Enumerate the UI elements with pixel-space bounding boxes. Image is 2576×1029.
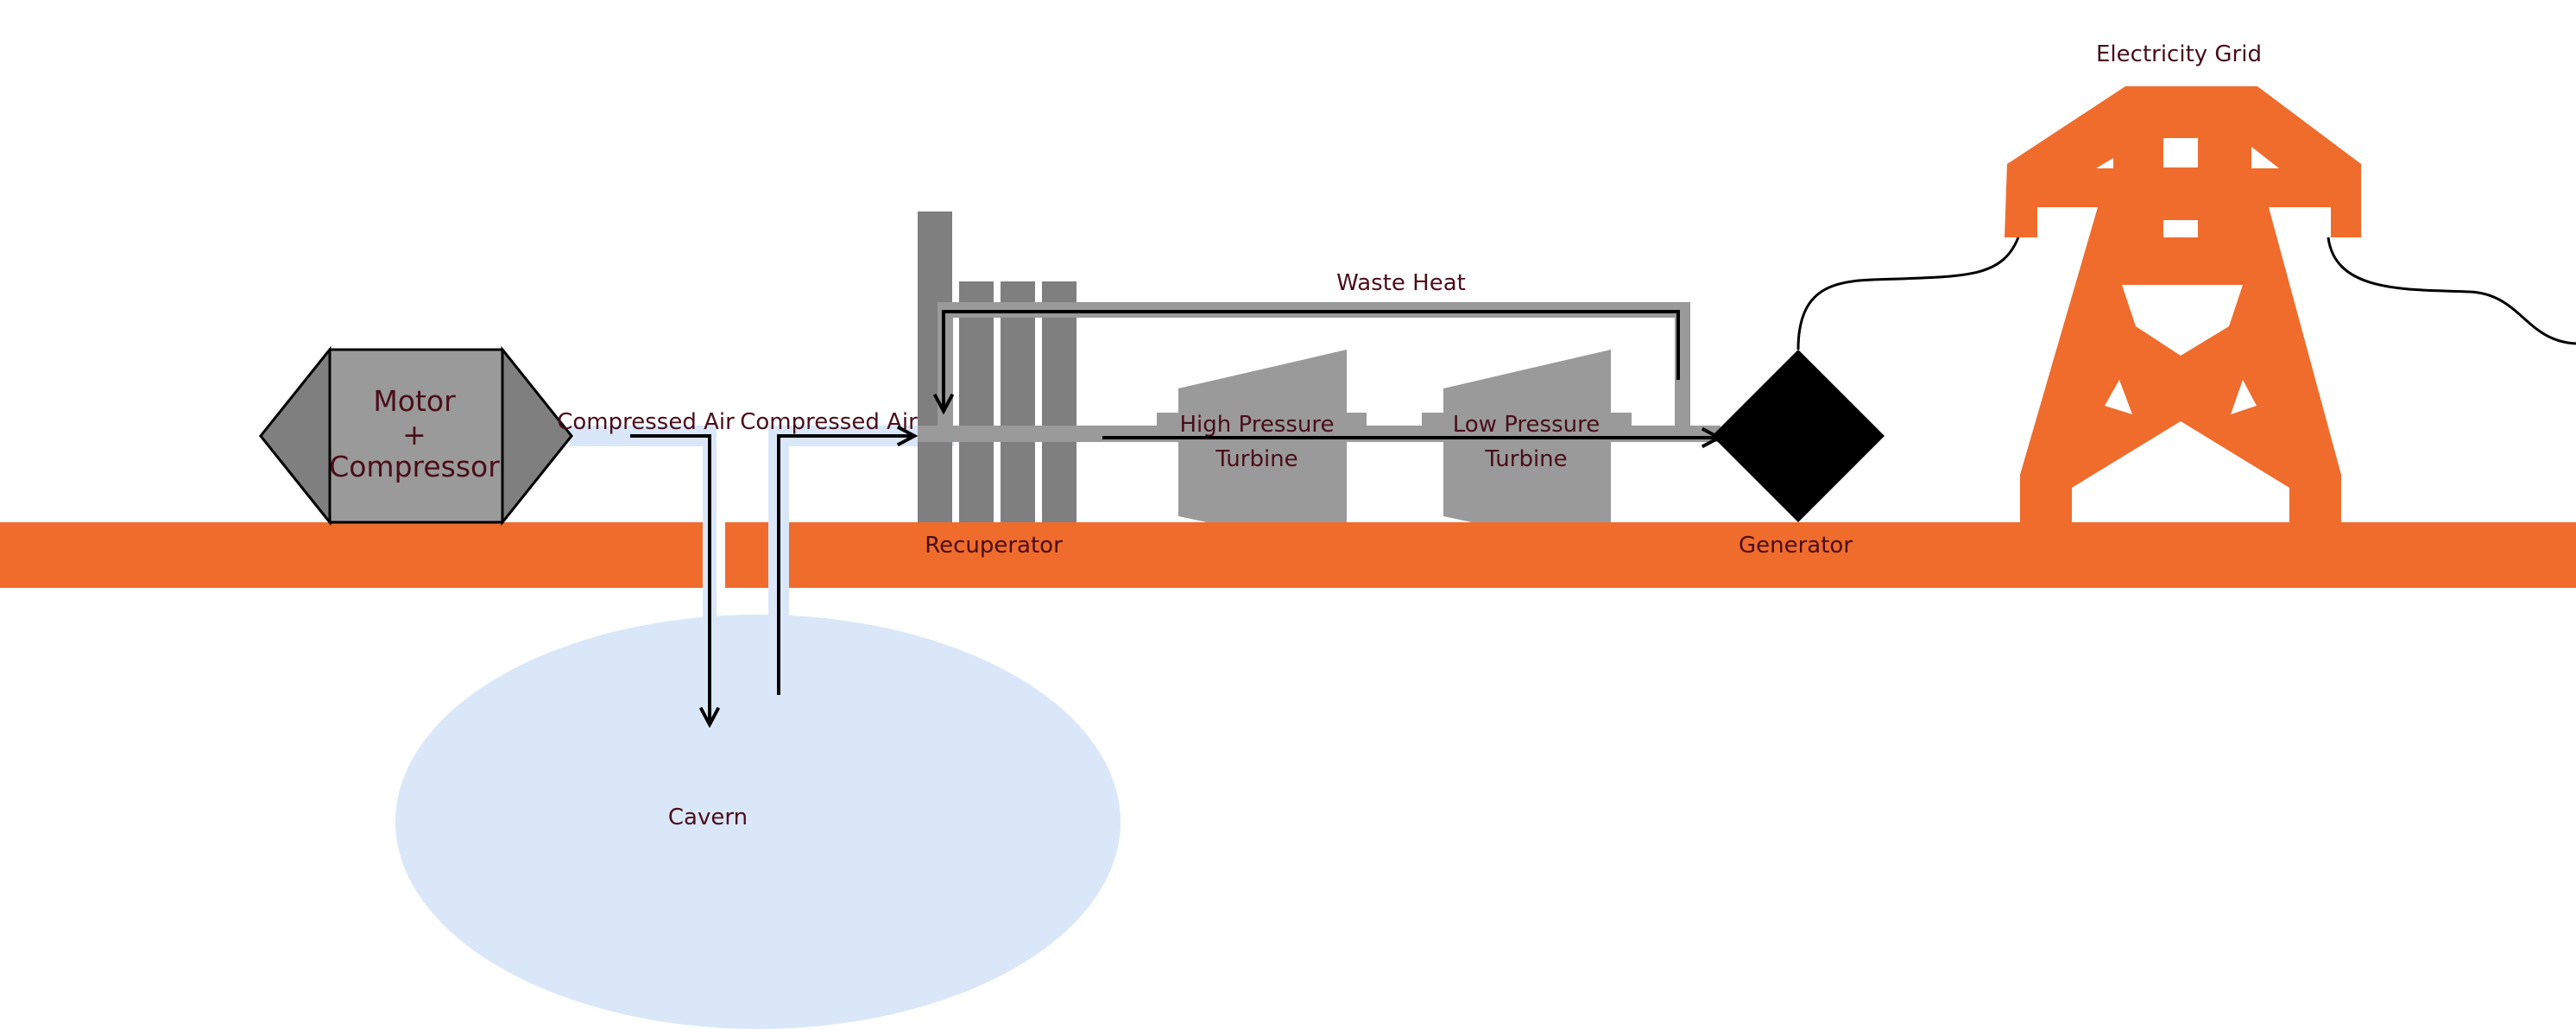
- air-from-cavern-arrow: [777, 436, 913, 695]
- ground-strip: [0, 522, 2576, 588]
- cable-grid-out: [2327, 237, 2576, 345]
- cable-generator-to-grid: [1796, 237, 2020, 350]
- lp-turbine-label-line1: Low Pressure: [1453, 412, 1601, 438]
- hp-turbine-label-line1: High Pressure: [1179, 412, 1334, 438]
- grid-label: Electricity Grid: [2096, 41, 2262, 67]
- hp-turbine-label-line2: Turbine: [1215, 446, 1297, 472]
- waste-heat-label: Waste Heat: [1336, 270, 1466, 296]
- motor-compressor: Motor + Compressor: [259, 345, 573, 527]
- air-to-cavern-arrow: [630, 434, 710, 723]
- generator: [1712, 350, 1885, 522]
- electricity-tower-cutouts: [2096, 138, 2279, 414]
- generator-label: Generator: [1739, 533, 1853, 559]
- motor-label: Motor: [373, 384, 456, 418]
- motor-plus-label: +: [402, 418, 426, 451]
- compressed-air-in-label: Compressed Air: [740, 409, 918, 435]
- recuperator: [918, 211, 1076, 522]
- waste-heat-arrow: [944, 310, 1680, 410]
- compressed-air-out-label: Compressed Air: [557, 409, 735, 435]
- compressor-label: Compressor: [329, 450, 500, 483]
- recuperator-label: Recuperator: [925, 533, 1063, 559]
- lp-turbine-label-line2: Turbine: [1484, 446, 1567, 472]
- cavern: [395, 615, 1121, 1029]
- cavern-label: Cavern: [668, 805, 748, 830]
